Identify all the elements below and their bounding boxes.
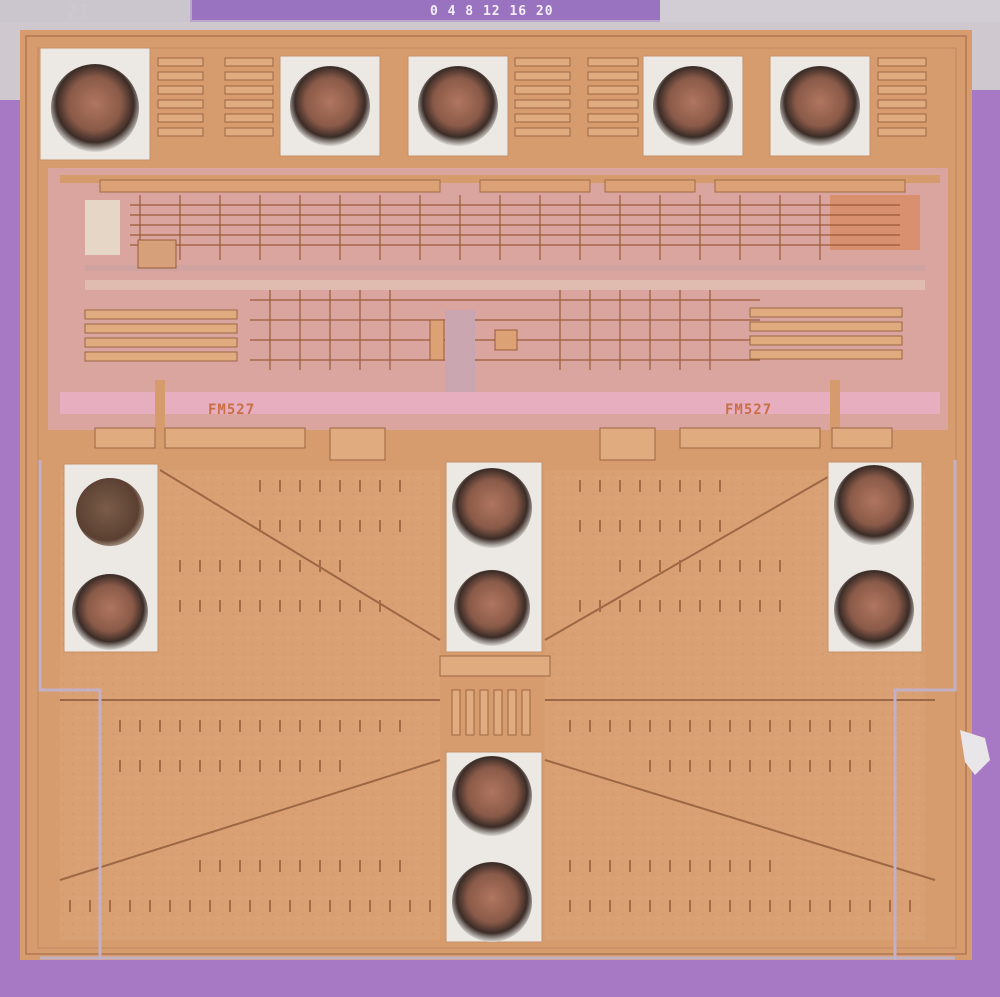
corner-mark: 21 [66,0,91,24]
center-fingers [439,655,551,736]
lower-pads [63,461,923,943]
scale-mark: 0 4 8 12 16 20 [430,4,554,19]
logic-band [48,168,948,461]
top-pad-row [39,47,871,161]
part-marking-left: FM527 [208,402,256,418]
part-marking-right: FM527 [725,402,773,418]
